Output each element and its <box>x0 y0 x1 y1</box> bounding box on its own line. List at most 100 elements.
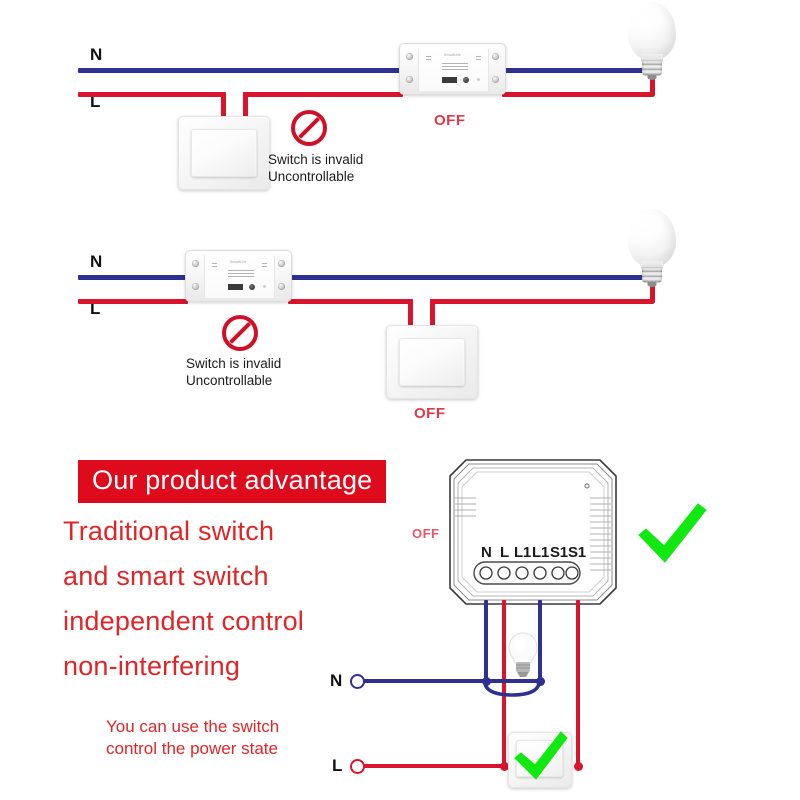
bulb-glass-s1 <box>628 2 676 60</box>
wall-switch-s1[interactable] <box>178 116 270 190</box>
terminal-label-n: N <box>481 544 492 561</box>
relay-screw-tr-s1 <box>492 53 499 60</box>
label-live-s1: L <box>90 92 101 111</box>
relay-button-s2[interactable] <box>249 284 255 290</box>
invalid-note-line1-s2: Switch is invalid <box>186 356 282 371</box>
status-off-s3: OFF <box>412 526 440 541</box>
relay-button-s1[interactable] <box>463 77 469 83</box>
relay-portlabel-right-s2 <box>262 263 267 269</box>
label-neutral-s3: N <box>330 671 343 690</box>
relay-screw-br-s1 <box>492 76 499 83</box>
advantage-line-1: Traditional switch <box>63 516 275 546</box>
wire-l-drop-s3 <box>502 600 506 766</box>
advantage-line-4: non-interfering <box>63 651 241 681</box>
bulb-screw-base-s1 <box>642 60 662 76</box>
relay-screw-tr-s2 <box>278 260 285 267</box>
wire-neutral-left-s1 <box>78 68 403 73</box>
section-2: N L SmartLife <box>0 209 800 440</box>
terminal-label-l1-a: L1 <box>514 544 531 561</box>
wire-live-bus-s3 <box>364 764 506 768</box>
bulb-neck-s1 <box>641 54 663 62</box>
relay-led-s1 <box>477 78 480 81</box>
relay-portlabel-left-s2 <box>212 263 217 269</box>
bulb-tip-s1 <box>647 75 657 80</box>
relay-portlabel-right-s1 <box>476 56 481 62</box>
node-live-junction-s3 <box>500 762 509 771</box>
wire-live-bulb-riser-s2 <box>650 283 655 303</box>
terminal-label-s1-b: S1 <box>568 544 586 561</box>
relay-screw-bl-s2 <box>192 283 199 290</box>
section-3: Our product advantage Traditional switch… <box>0 440 800 800</box>
wire-live-right-s2 <box>430 299 654 304</box>
wire-s1-drop-s3 <box>576 600 580 766</box>
wire-neutral-bulb-bridge-s3 <box>489 679 542 683</box>
relay-cert-mark-s2 <box>228 284 243 290</box>
terminal-label-l1-b: L1 <box>532 544 549 561</box>
wire-neutral-left-s2 <box>78 275 188 280</box>
label-neutral-s2: N <box>90 252 103 271</box>
section-1: N L SmartLife <box>0 0 800 215</box>
no-entry-ring-s1 <box>291 110 327 146</box>
wire-lamp-loop-s3 <box>482 676 542 698</box>
wire-neutral-right-s1 <box>502 68 654 73</box>
wall-switch-rocker-s2[interactable] <box>399 338 465 386</box>
relay-screw-tl-s2 <box>192 260 199 267</box>
relay-screw-bl-s1 <box>406 76 413 83</box>
no-entry-icon-s1 <box>291 110 327 146</box>
invalid-note-line2-s2: Uncontrollable <box>186 373 273 388</box>
wire-live-left-s2 <box>78 299 188 304</box>
wire-live-left-s1 <box>78 92 226 97</box>
relay-portlabel-left-s1 <box>426 56 431 62</box>
wire-n-drop-s3 <box>484 600 488 681</box>
green-check-icon-switch <box>513 728 569 784</box>
relay-cert-mark-s1 <box>442 77 457 83</box>
relay-led-s2 <box>263 285 266 288</box>
light-bulb-s3 <box>507 630 539 682</box>
relay-screw-br-s2 <box>278 283 285 290</box>
wire-neutral-right-s2 <box>288 275 654 280</box>
terminal-circle-l <box>350 759 365 774</box>
sub-note-line2: control the power state <box>106 739 278 758</box>
wall-switch-rocker-s1[interactable] <box>191 129 257 177</box>
green-check-icon-large <box>636 502 708 566</box>
light-bulb-s1 <box>628 2 676 80</box>
label-live-s3: L <box>332 756 343 775</box>
label-neutral-s1: N <box>90 45 103 64</box>
sub-note-line1: You can use the switch <box>106 717 280 736</box>
invalid-note-line1-s1: Switch is invalid <box>268 152 364 167</box>
wire-live-switch-leg-a-s1 <box>221 92 226 122</box>
advantage-line-3: independent control <box>63 606 304 636</box>
terminal-label-s1-a: S1 <box>550 544 568 561</box>
wire-live-bulb-riser-s1 <box>650 76 655 96</box>
relay-brand-s1: SmartLife <box>444 53 461 57</box>
node-live-switch-right-s3 <box>574 762 583 771</box>
wall-switch-s2[interactable] <box>386 325 478 399</box>
invalid-note-line2-s1: Uncontrollable <box>268 169 355 184</box>
wire-l1-drop-s3 <box>538 600 542 681</box>
smart-relay-module-s3: N L L1 L1 S1 S1 <box>448 458 618 606</box>
relay-spec-text-s2 <box>228 270 254 279</box>
label-live-s2: L <box>90 299 101 318</box>
relay-brand-s2: SmartLife <box>230 260 247 264</box>
smart-module-outline <box>449 459 617 605</box>
advantage-line-2: and smart switch <box>63 561 269 591</box>
wire-live-switch-leg-b-s2 <box>430 299 435 331</box>
wire-live-right-s1 <box>502 92 654 97</box>
bulb-tip-s2 <box>647 282 657 287</box>
terminal-label-l: L <box>500 544 509 561</box>
bulb-screw-base-s2 <box>642 267 662 283</box>
wire-neutral-bus-s3 <box>364 679 489 683</box>
relay-module-s2: SmartLife <box>185 250 292 302</box>
wire-live-mid-s1 <box>243 92 403 97</box>
status-off-s1: OFF <box>434 112 466 129</box>
light-bulb-s2 <box>628 209 676 287</box>
relay-screw-tl-s1 <box>406 53 413 60</box>
wire-live-switch-leg-b-s1 <box>243 92 248 122</box>
no-entry-ring-s2 <box>222 315 258 351</box>
status-off-s2: OFF <box>414 405 446 422</box>
relay-spec-text-s1 <box>442 63 468 72</box>
wire-live-switch-leg-a-s2 <box>408 299 413 331</box>
terminal-circle-n <box>350 674 365 689</box>
product-advantage-banner: Our product advantage <box>78 460 387 503</box>
